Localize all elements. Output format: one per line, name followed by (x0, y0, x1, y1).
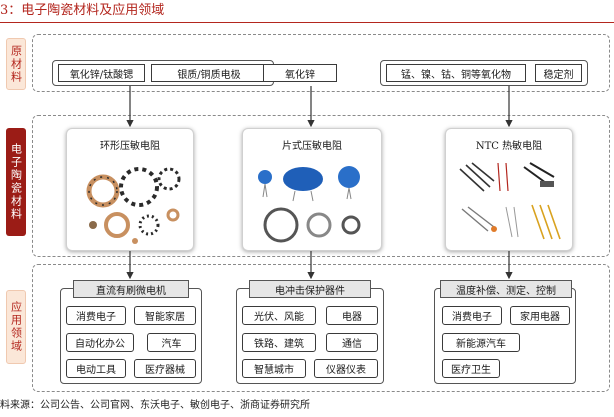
app-item-medical-devices: 医疗器械 (134, 359, 196, 378)
product-card-chip-varistor: 片式压敏电阻 (242, 128, 382, 251)
raw-materials-panel (32, 34, 610, 92)
ceramic-materials-panel (32, 115, 610, 257)
raw-box-oxides: 锰、镍、钴、铜等氧化物 (386, 64, 526, 82)
title-rule (0, 22, 614, 23)
app-item-consumer-electronics-2: 消费电子 (442, 306, 502, 325)
raw-box-zno: 氧化锌 (263, 64, 337, 82)
application-label-text: 应用领域 (9, 301, 23, 353)
source-note: 料来源：公司公告、公司官网、东沃电子、敏创电子、浙商证券研究所 (0, 400, 310, 411)
app-item-nev: 新能源汽车 (442, 333, 520, 352)
app-item-appliance: 电器 (326, 306, 378, 325)
chip-varistor-photo-icon (258, 166, 361, 243)
app-item-instruments: 仪器仪表 (314, 359, 378, 378)
application-panel (32, 264, 610, 392)
ceramic-materials-label-text: 电子陶瓷材料 (9, 143, 23, 221)
raw-materials-label-text: 原材料 (9, 44, 23, 84)
app-title-temperature: 温度补偿、测定、控制 (440, 280, 572, 298)
raw-group-right (380, 60, 588, 86)
app-item-telecom: 通信 (326, 333, 378, 352)
raw-box-stabilizer: 稳定剂 (535, 64, 582, 82)
product-title-ntc-thermistor: NTC 热敏电阻 (475, 141, 543, 152)
application-label: 应用领域 (6, 290, 26, 364)
app-title-surge: 电冲击保护器件 (249, 280, 371, 298)
figure-title: 3：电子陶瓷材料及应用领域 (0, 3, 165, 18)
ntc-thermistor-photo-icon (459, 162, 561, 240)
raw-box-zno-srtio3: 氧化锌/钛酸锶 (58, 64, 145, 82)
app-item-medical-health: 医疗卫生 (442, 359, 500, 378)
product-card-ntc-thermistor: NTC 热敏电阻 (445, 128, 573, 251)
product-title-ring-varistor: 环形压敏电阻 (100, 141, 160, 152)
app-item-power-tools: 电动工具 (66, 359, 126, 378)
app-item-smart-city: 智慧城市 (242, 359, 306, 378)
app-item-office-automation: 自动化办公 (66, 333, 134, 352)
app-item-pv-wind: 光伏、风能 (242, 306, 316, 325)
app-item-smart-home: 智能家居 (134, 306, 196, 325)
product-title-chip-varistor: 片式压敏电阻 (282, 141, 342, 152)
app-title-motor: 直流有刷微电机 (73, 280, 189, 298)
app-item-rail-construction: 铁路、建筑 (242, 333, 316, 352)
app-item-automotive: 汽车 (147, 333, 196, 352)
ring-varistor-photo-icon (86, 167, 181, 244)
raw-materials-label: 原材料 (6, 38, 26, 90)
product-card-ring-varistor: 环形压敏电阻 (66, 128, 194, 251)
app-item-consumer-electronics: 消费电子 (66, 306, 126, 325)
app-item-home-appliance: 家用电器 (510, 306, 570, 325)
ceramic-materials-label: 电子陶瓷材料 (6, 128, 26, 236)
